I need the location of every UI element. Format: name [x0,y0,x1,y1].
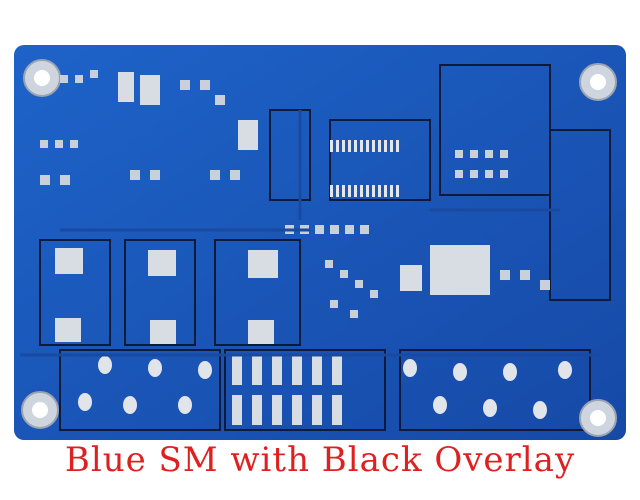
mounting-holes [21,59,617,437]
traces [20,110,600,357]
caption: Blue SM with Black Overlay [64,440,576,480]
ic-pins [330,140,399,197]
black-overlay [39,64,611,431]
large-pads [55,72,490,344]
small-pads [40,70,550,318]
connector-pads [232,355,342,425]
through-holes [78,356,572,419]
